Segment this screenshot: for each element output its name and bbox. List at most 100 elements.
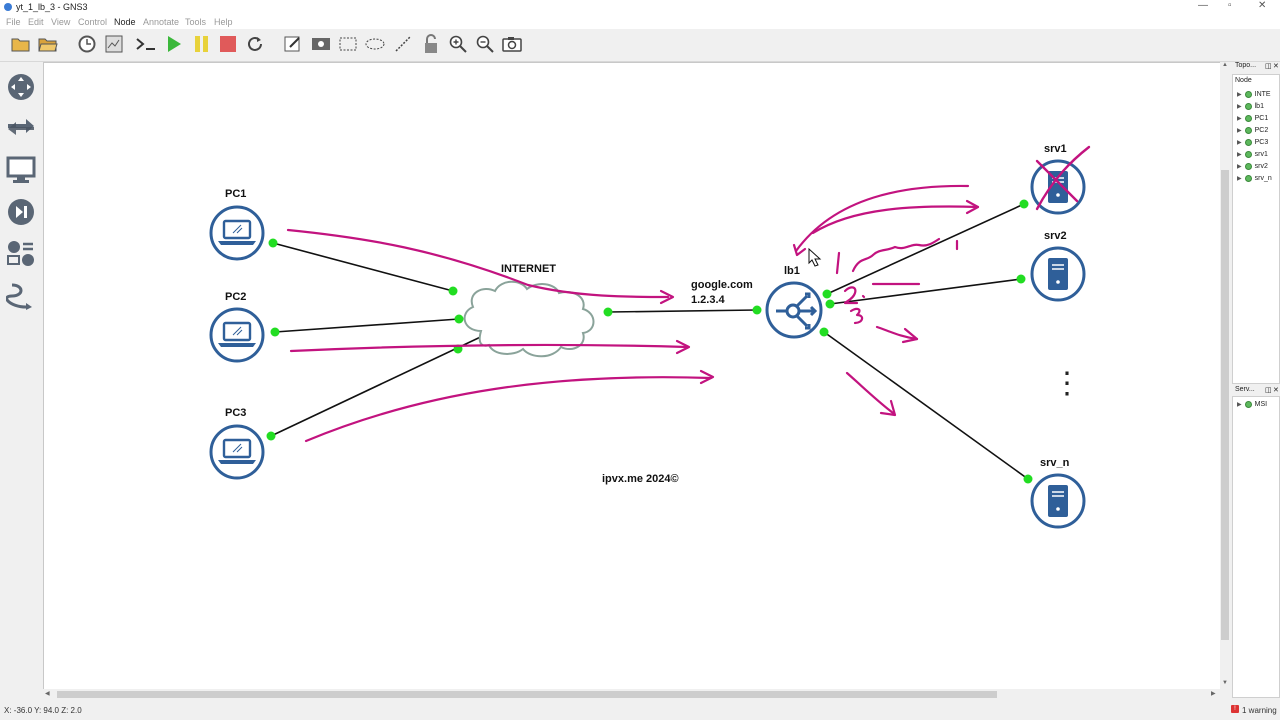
draw-rectangle-icon[interactable] bbox=[337, 33, 359, 55]
dock-float-icon[interactable]: ◫ bbox=[1265, 387, 1272, 394]
zoom-in-icon[interactable] bbox=[447, 33, 469, 55]
menu-file[interactable]: File bbox=[6, 17, 21, 27]
end-devices-icon[interactable] bbox=[5, 154, 37, 186]
reload-icon[interactable] bbox=[244, 33, 266, 55]
tree-node-lb1[interactable]: ▶lb1 bbox=[1237, 102, 1264, 110]
scroll-up-icon[interactable]: ▲ bbox=[1222, 62, 1228, 68]
window-title: yt_1_lb_3 - GNS3 bbox=[16, 2, 88, 12]
horizontal-scroll-thumb[interactable] bbox=[57, 691, 997, 698]
zoom-out-icon[interactable] bbox=[474, 33, 496, 55]
warning-icon[interactable]: ! bbox=[1231, 705, 1239, 713]
servers-summary-title: Serv... bbox=[1235, 386, 1255, 393]
status-bar: X: -36.0 Y: 94.0 Z: 2.0 ! 1 warning bbox=[0, 702, 1280, 720]
annotation-arrow-path bbox=[304, 376, 713, 443]
canvas-vertical-scrollbar[interactable]: ▲ ▼ bbox=[1220, 62, 1230, 689]
node-pc1[interactable]: PC1 bbox=[209, 188, 265, 261]
link-endpoint-dot bbox=[448, 286, 458, 296]
lock-icon[interactable] bbox=[420, 33, 442, 55]
warning-count[interactable]: 1 warning bbox=[1242, 706, 1277, 715]
link-endpoint-dot bbox=[822, 289, 832, 299]
dock-float-icon[interactable]: ◫ bbox=[1265, 63, 1272, 70]
link-endpoint-dot bbox=[819, 327, 829, 337]
tree-node-pc2[interactable]: ▶PC2 bbox=[1237, 126, 1269, 134]
stop-icon[interactable] bbox=[217, 33, 239, 55]
menu-help[interactable]: Help bbox=[214, 17, 233, 27]
all-devices-icon[interactable] bbox=[5, 238, 37, 270]
topology-summary-title: Topo... bbox=[1235, 62, 1257, 69]
pause-icon[interactable] bbox=[190, 33, 212, 55]
node-srv1[interactable]: srv1 bbox=[1030, 143, 1086, 215]
watermark-text: ipvx.me 2024© bbox=[602, 473, 679, 485]
node-internet[interactable]: INTERNET bbox=[463, 263, 595, 358]
edit-note-icon[interactable] bbox=[282, 33, 304, 55]
security-devices-icon[interactable] bbox=[5, 196, 37, 228]
console-icon[interactable] bbox=[135, 33, 157, 55]
open-project-icon[interactable] bbox=[37, 33, 59, 55]
node-lb1[interactable]: lb1 bbox=[765, 265, 823, 339]
maximize-icon[interactable]: ▫ bbox=[1228, 0, 1232, 11]
node-srv-n[interactable]: srv_n bbox=[1030, 457, 1086, 529]
minimize-icon[interactable]: — bbox=[1198, 0, 1208, 11]
node-label-srv-n: srv_n bbox=[1040, 457, 1070, 469]
annotation-number-2 bbox=[843, 286, 859, 305]
scroll-right-icon[interactable]: ▶ bbox=[1211, 691, 1216, 697]
start-icon[interactable] bbox=[163, 33, 185, 55]
scroll-left-icon[interactable]: ◀ bbox=[45, 691, 50, 697]
annotation-arrow-path bbox=[811, 205, 980, 235]
close-icon[interactable]: ✕ bbox=[1258, 0, 1267, 11]
title-bar: yt_1_lb_3 - GNS3 — ▫ ✕ bbox=[0, 0, 1280, 15]
canvas-horizontal-scrollbar[interactable]: ◀ ▶ bbox=[43, 689, 1230, 700]
scroll-down-icon[interactable]: ▼ bbox=[1222, 680, 1228, 686]
menu-node[interactable]: Node bbox=[114, 17, 136, 27]
device-toolbar bbox=[0, 62, 42, 702]
node-pc3[interactable]: PC3 bbox=[209, 407, 265, 480]
tree-node-srv-n[interactable]: ▶srv_n bbox=[1237, 174, 1272, 182]
link-endpoint-dot bbox=[454, 314, 464, 324]
servers-summary-panel: ▶MSI bbox=[1232, 396, 1280, 698]
menu-bar: File Edit View Control Node Annotate Too… bbox=[0, 15, 1280, 29]
vertical-scroll-thumb[interactable] bbox=[1221, 170, 1229, 640]
node-column-header: Node bbox=[1235, 77, 1252, 84]
tree-node-internet[interactable]: ▶INTE bbox=[1237, 90, 1271, 98]
node-label-lb1: lb1 bbox=[784, 265, 800, 277]
menu-tools[interactable]: Tools bbox=[185, 17, 207, 27]
annotation-arrowhead bbox=[901, 327, 919, 344]
node-pc2[interactable]: PC2 bbox=[209, 291, 265, 363]
menu-edit[interactable]: Edit bbox=[28, 17, 44, 27]
annotation-arrow-path bbox=[289, 343, 689, 353]
google-label-line1: google.com bbox=[691, 279, 753, 291]
laptop-icon bbox=[218, 219, 256, 245]
gns3-app-icon bbox=[4, 3, 12, 11]
node-label-srv1: srv1 bbox=[1044, 143, 1067, 155]
topology-canvas[interactable]: INTERNET PC1 PC2 bbox=[43, 62, 1221, 690]
node-label-srv2: srv2 bbox=[1044, 230, 1067, 242]
menu-control[interactable]: Control bbox=[78, 17, 108, 27]
menu-view[interactable]: View bbox=[51, 17, 71, 27]
routers-icon[interactable] bbox=[5, 71, 37, 103]
annotation-arrowhead bbox=[965, 199, 980, 215]
draw-line-icon[interactable] bbox=[392, 33, 414, 55]
switches-icon[interactable] bbox=[5, 112, 37, 144]
link-endpoint-dot bbox=[603, 307, 613, 317]
tree-node-pc1[interactable]: ▶PC1 bbox=[1237, 114, 1269, 122]
tree-node-pc3[interactable]: ▶PC3 bbox=[1237, 138, 1269, 146]
annotation-cross-out bbox=[1035, 159, 1079, 203]
screenshot-icon[interactable] bbox=[501, 33, 523, 55]
node-srv2[interactable]: srv2 bbox=[1030, 230, 1086, 302]
dock-close-icon[interactable]: ✕ bbox=[1273, 387, 1279, 394]
annotation-arrowhead bbox=[879, 399, 897, 417]
link-lb1-srv2 bbox=[829, 278, 1022, 305]
laptop-icon bbox=[218, 438, 256, 464]
open-folder-icon[interactable] bbox=[10, 33, 32, 55]
draw-ellipse-icon[interactable] bbox=[364, 33, 386, 55]
link-pc2-internet bbox=[274, 318, 460, 333]
add-link-icon[interactable] bbox=[5, 280, 37, 312]
tree-server-msi[interactable]: ▶MSI bbox=[1237, 400, 1268, 408]
tree-node-srv2[interactable]: ▶srv2 bbox=[1237, 162, 1268, 170]
tree-node-srv1[interactable]: ▶srv1 bbox=[1237, 150, 1268, 158]
snapshot-icon[interactable] bbox=[103, 33, 125, 55]
menu-annotate[interactable]: Annotate bbox=[143, 17, 180, 27]
dock-close-icon[interactable]: ✕ bbox=[1273, 63, 1279, 70]
insert-picture-icon[interactable] bbox=[310, 33, 332, 55]
clock-icon[interactable] bbox=[76, 33, 98, 55]
